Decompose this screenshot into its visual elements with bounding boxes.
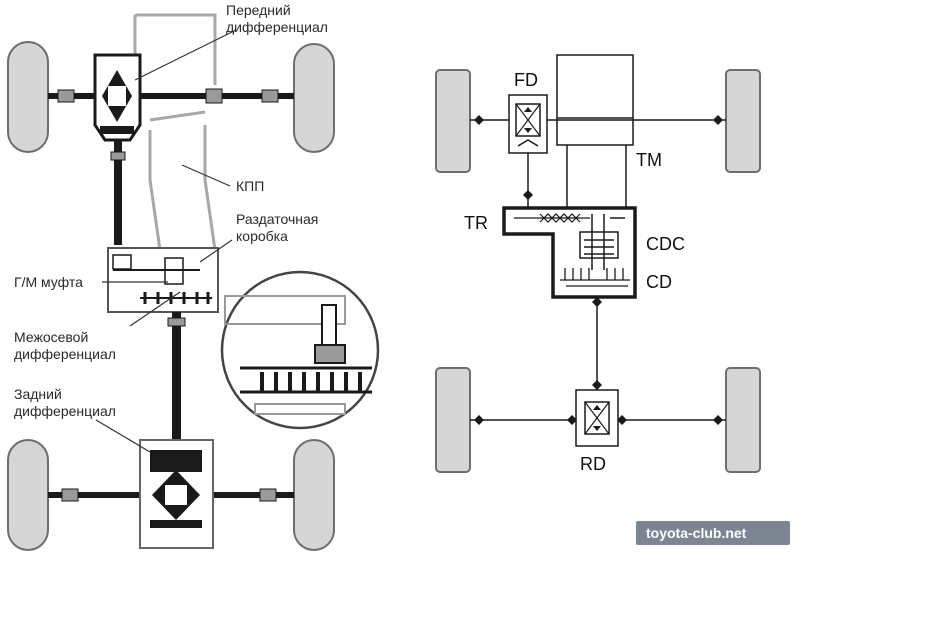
label-tr: TR	[464, 213, 488, 233]
label-center-diff-line2: дифференциал	[14, 346, 116, 362]
watermark: toyota-club.net	[636, 521, 790, 545]
rear-propeller-shaft	[172, 312, 181, 440]
front-axle-left-joint	[474, 115, 484, 125]
label-front-diff-line1: Передний	[226, 2, 291, 18]
fd-right-wheel	[725, 69, 761, 173]
label-hm-clutch: Г/М муфта	[14, 274, 83, 290]
tr-shaft-joint	[523, 190, 533, 200]
front-right-wheel	[293, 43, 335, 153]
front-differential	[93, 53, 142, 142]
transfer-case	[107, 247, 219, 313]
label-fd: FD	[514, 70, 538, 90]
label-center-diff-line1: Межосевой	[14, 329, 88, 345]
rear-shaft-bottom-joint	[592, 380, 602, 390]
cd-gearset	[560, 268, 630, 287]
gearbox-outline	[133, 13, 217, 251]
leader-lines	[95, 29, 237, 453]
tr-chain	[514, 213, 590, 223]
rd-unit	[567, 389, 627, 447]
rear-right-wheel	[293, 439, 335, 551]
center-diff-zoom-inset	[220, 270, 380, 430]
label-rear-diff-line1: Задний	[14, 386, 62, 402]
rear-axle	[48, 488, 294, 502]
transfer-housing	[502, 206, 637, 299]
rear-axle-right-joint	[713, 415, 723, 425]
left-drivetrain-diagram: Передний дифференциал КПП Раздаточная ко…	[7, 2, 380, 551]
label-transfer-case-line1: Раздаточная	[236, 211, 318, 227]
engine-block-outline	[556, 54, 634, 146]
label-cdc: CDC	[646, 234, 685, 254]
cdc-clutch-pack	[579, 214, 625, 270]
label-front-diff-line2: дифференциал	[226, 19, 328, 35]
front-propeller-shaft	[114, 140, 122, 245]
label-gearbox: КПП	[236, 178, 264, 194]
rd-right-wheel	[725, 367, 761, 473]
rear-left-wheel	[7, 439, 49, 551]
rear-shaft-top-joint	[592, 297, 602, 307]
front-shaft-joint	[110, 151, 126, 161]
front-axle	[48, 88, 294, 104]
rear-shaft-joint	[167, 317, 186, 327]
rd-left-wheel	[435, 367, 471, 473]
rear-differential	[139, 439, 214, 549]
label-rear-diff-line2: дифференциал	[14, 403, 116, 419]
front-axle-right-joint	[713, 115, 723, 125]
watermark-text: toyota-club.net	[646, 525, 747, 541]
label-rd: RD	[580, 454, 606, 474]
fd-unit	[508, 94, 548, 154]
label-transfer-case-line2: коробка	[236, 228, 288, 244]
front-left-wheel	[7, 41, 49, 153]
right-schematic-diagram: FD TM TR CDC CD RD	[435, 54, 761, 474]
label-tm: TM	[636, 150, 662, 170]
rear-axle-left-joint	[474, 415, 484, 425]
fd-left-wheel	[435, 69, 471, 173]
label-cd: CD	[646, 272, 672, 292]
